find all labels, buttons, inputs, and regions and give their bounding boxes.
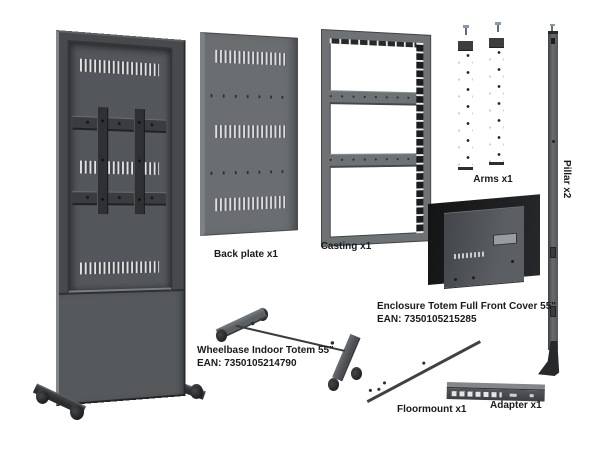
- pillar-slot: [550, 306, 556, 317]
- casting-side-slots: [416, 42, 424, 234]
- totem-screen-recess: [67, 39, 173, 294]
- back-plate-part: [200, 32, 298, 236]
- vesa-rail-vertical-left: [97, 106, 109, 215]
- enclosure-label: Enclosure Totem Full Front Cover 55" EAN…: [377, 300, 556, 326]
- casting-top-slots: [329, 38, 417, 48]
- back-plate-screw-row: [210, 169, 292, 175]
- arm-top-bracket: [458, 41, 473, 51]
- vesa-rail-horizontal-bottom: [72, 191, 167, 206]
- back-plate-vent-top: [215, 49, 286, 66]
- pillar-slot: [550, 247, 556, 258]
- adapter-slot: [529, 394, 534, 398]
- enclosure-label-ean: EAN: 7350105215285: [377, 314, 477, 325]
- casting-crossbar: [329, 90, 417, 106]
- floormount-label: Floormount x1: [397, 404, 467, 415]
- arm-screw: [463, 25, 469, 35]
- screw-shaft: [465, 28, 467, 35]
- vesa-rail-vertical-right: [133, 108, 145, 215]
- casting-crossbar-screws: [329, 95, 417, 99]
- back-plate-vent-bottom: [215, 195, 286, 212]
- enclosure-vent-slots: [454, 251, 484, 260]
- wheelbase-caster: [351, 367, 362, 380]
- enclosure-hole: [472, 276, 475, 280]
- adapter-slots: [451, 391, 502, 398]
- wheelbase-label-title: Wheelbase Indoor Totem 55": [197, 345, 334, 356]
- pillar-part: [548, 31, 558, 350]
- pillar-label: Pillar x2: [561, 160, 572, 199]
- totem-vent-middle: [80, 160, 160, 175]
- wheelbase-caster: [216, 329, 227, 342]
- screw-shaft: [497, 25, 499, 32]
- totem-assembled-unit: [56, 30, 186, 406]
- pillar-hole: [552, 140, 555, 143]
- totem-caster-wheel: [36, 389, 49, 404]
- pillar-top-slot: [551, 38, 555, 44]
- back-plate-screw-row: [210, 94, 292, 99]
- totem-vent-top: [80, 58, 160, 77]
- casting-crossbar: [329, 153, 417, 168]
- arm-bracket-left: [458, 41, 473, 170]
- wheelbase-label-ean: EAN: 7350105214790: [197, 358, 297, 369]
- enclosure-front-cover: [444, 206, 524, 289]
- screw-head: [495, 22, 501, 25]
- back-plate-vent-middle: [215, 125, 286, 138]
- casting-frame-part: [321, 29, 432, 247]
- pillar-bolt: [550, 24, 555, 26]
- arm-screw: [495, 22, 501, 32]
- back-plate-label: Back plate x1: [214, 249, 278, 260]
- vesa-rail-horizontal-top: [72, 115, 167, 134]
- enclosure-hole: [511, 259, 514, 264]
- enclosure-label-title: Enclosure Totem Full Front Cover 55": [377, 301, 557, 312]
- enclosure-logo-plate: [493, 232, 517, 246]
- casting-crossbar-screws: [329, 158, 417, 161]
- totem-caster-wheel: [70, 404, 84, 420]
- totem-lower-door-panel: [58, 290, 184, 404]
- wheelbase-caster: [328, 378, 339, 391]
- arms-label: Arms x1: [473, 174, 513, 185]
- arm-top-bracket: [489, 38, 504, 48]
- casting-label: Casting x1: [320, 241, 372, 252]
- wheelbase-label: Wheelbase Indoor Totem 55" EAN: 73501052…: [197, 344, 334, 370]
- adapter-slot: [509, 393, 517, 397]
- screw-head: [463, 25, 469, 28]
- adapter-label: Adapter x1: [490, 400, 542, 411]
- enclosure-hole: [454, 277, 457, 282]
- arm-bracket-right: [489, 38, 504, 165]
- totem-caster-wheel: [190, 384, 203, 399]
- pillar-bolt-shaft: [551, 26, 553, 31]
- totem-vent-bottom: [80, 261, 160, 275]
